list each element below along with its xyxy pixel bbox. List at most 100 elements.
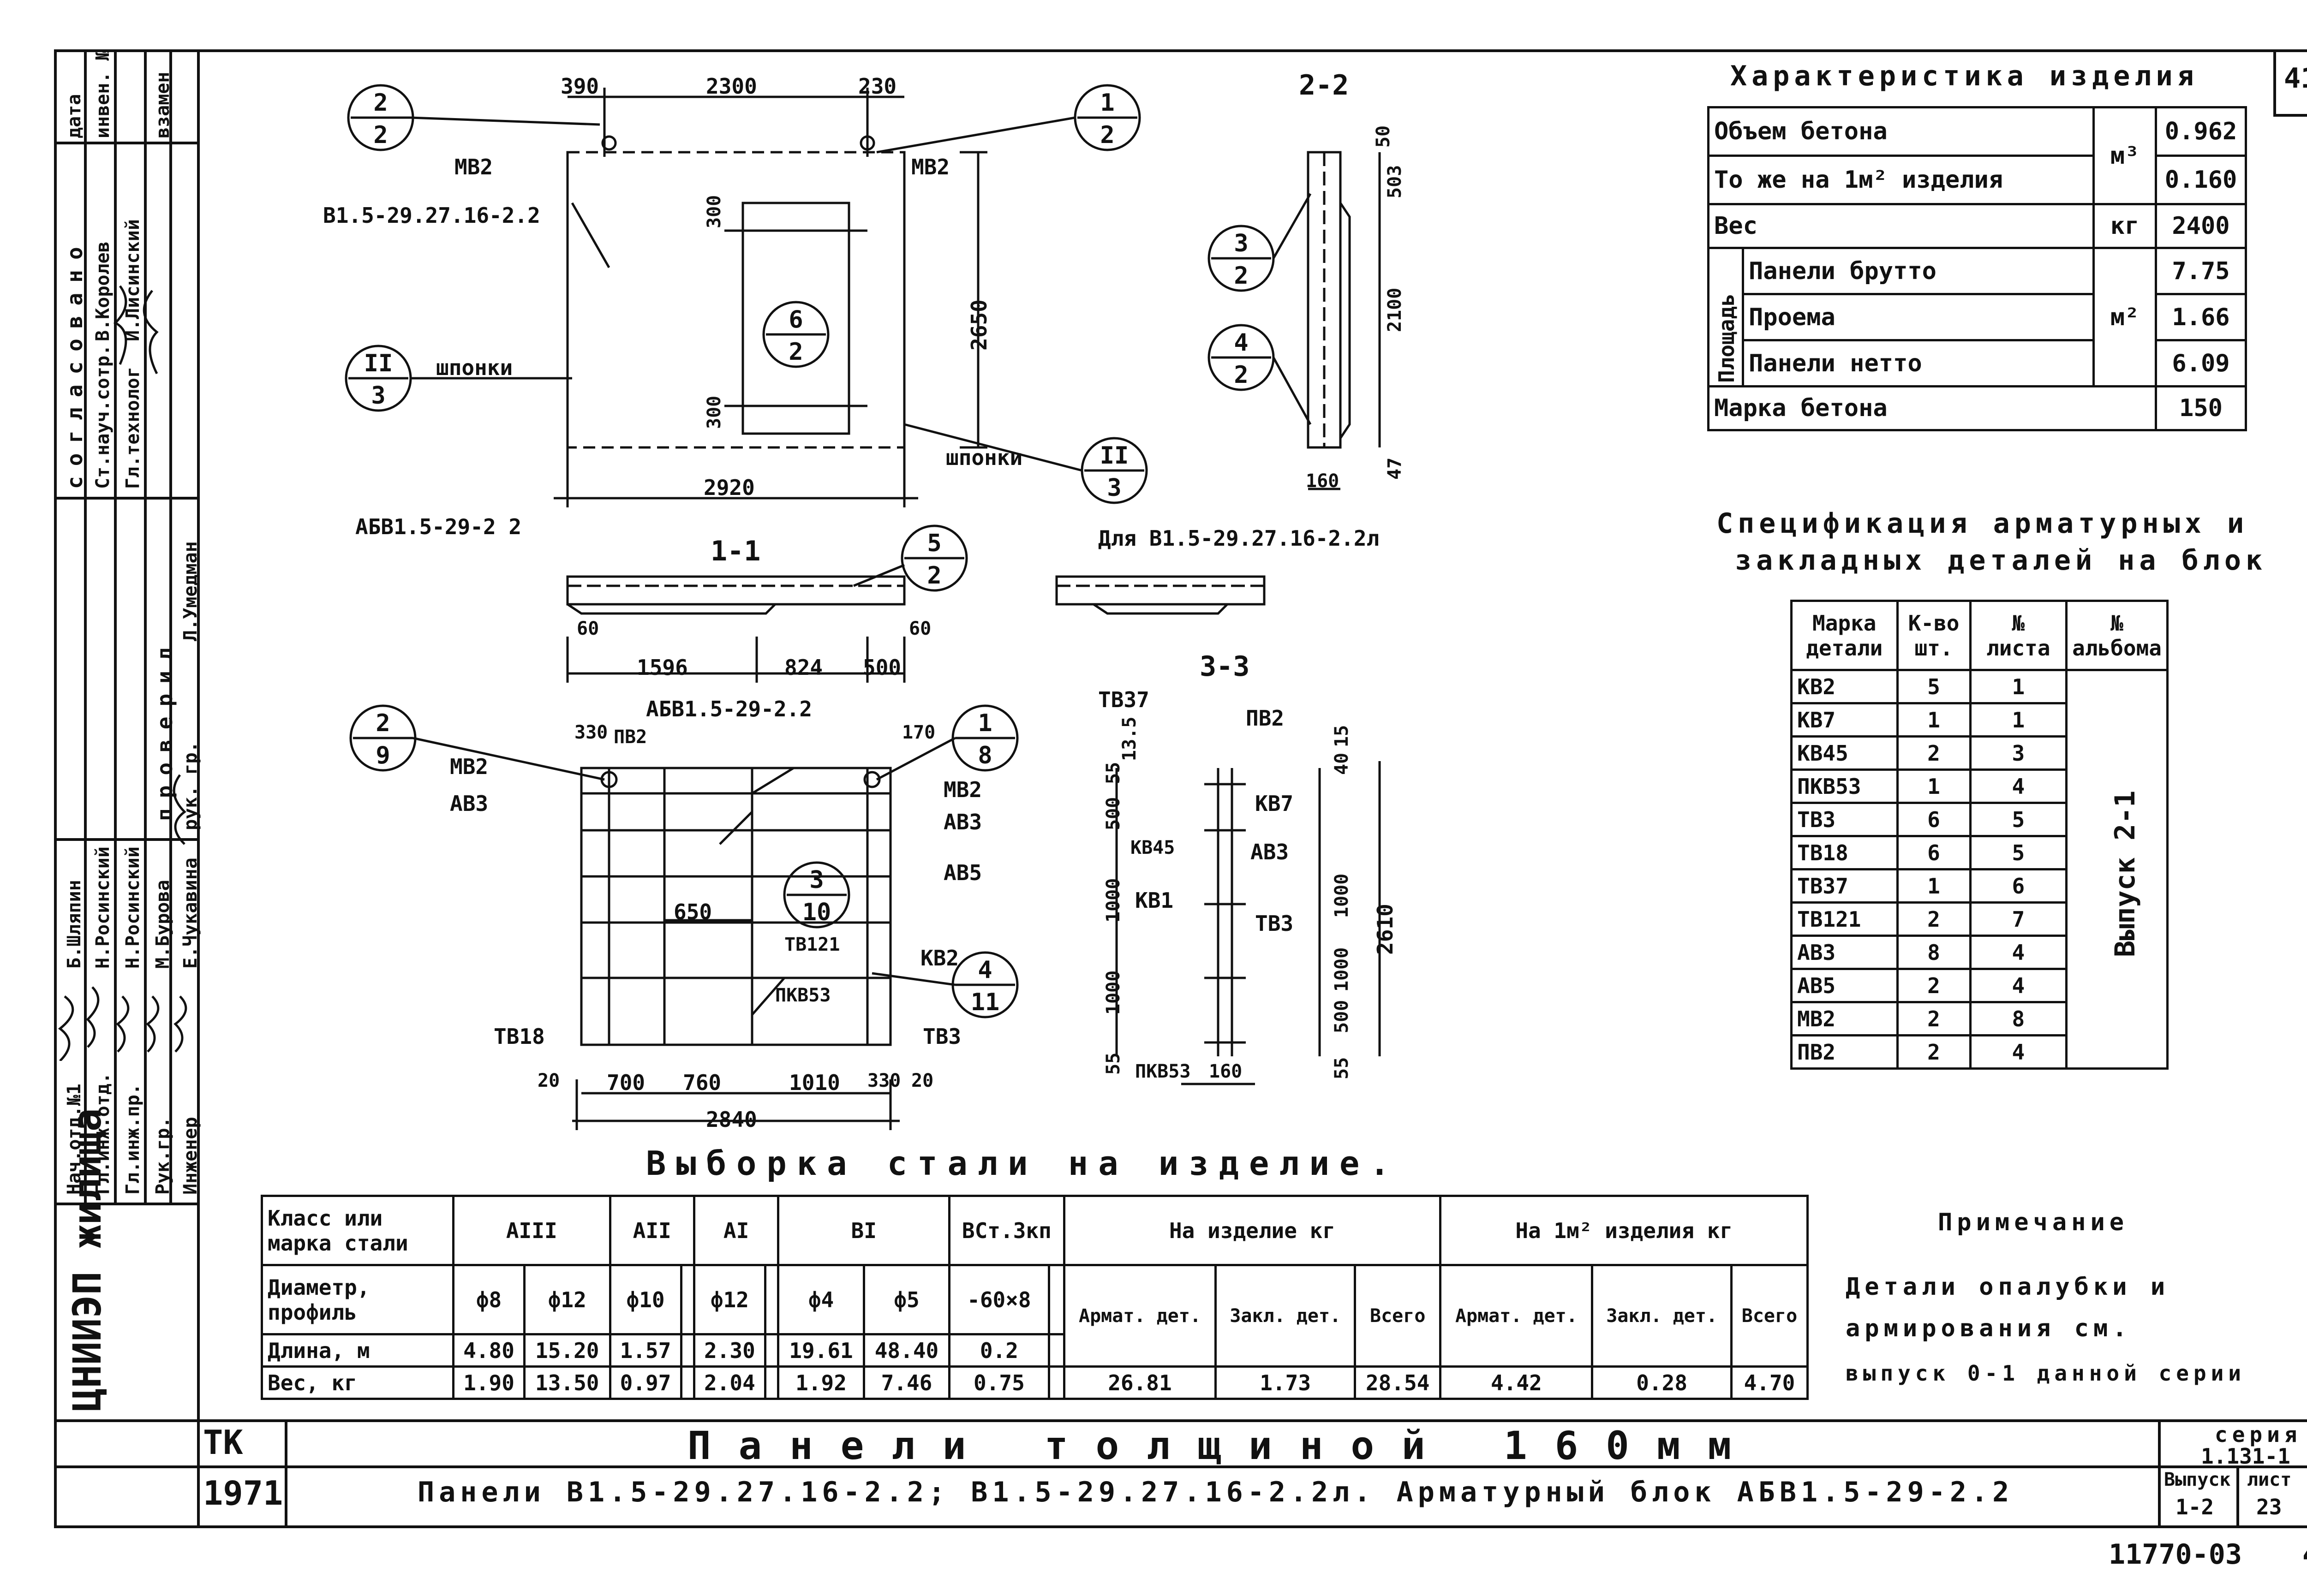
callout-5-2-den: 2 (927, 562, 941, 590)
steel-profile-1: ф12 (523, 1264, 611, 1335)
dim-1000-c: 1000 (1103, 878, 1124, 923)
panel-outline (566, 151, 906, 449)
steel-len-3 (680, 1333, 695, 1368)
callout-4-2-den: 2 (1234, 361, 1248, 389)
dim-2610: 2610 (1373, 904, 1398, 955)
spec-mark-2: КВ45 (1790, 735, 1899, 771)
callout-3-10-den: 10 (802, 899, 831, 926)
steel-sub-3: Армат. дет. (1439, 1264, 1594, 1368)
callout-2-2-num: 2 (373, 89, 388, 117)
spec-sheet-6: 6 (1969, 868, 2068, 904)
spec-mark-9: АВ5 (1790, 968, 1899, 1003)
series-label: серия (2215, 1422, 2302, 1447)
spec-qty-8: 8 (1896, 935, 1972, 970)
spec-qty-6: 1 (1896, 868, 1972, 904)
steel-weight-0: 1.90 (452, 1365, 526, 1400)
steel-weight-9 (1047, 1365, 1065, 1400)
steel-total-0: 26.81 (1063, 1365, 1217, 1400)
char-label-6: Марка бетона (1707, 385, 2157, 431)
callout-4-2-num: 4 (1234, 329, 1248, 357)
dim-1010: 1010 (789, 1070, 840, 1095)
callout-II-3-a-num: II (364, 350, 393, 377)
steel-profile-7: ф5 (862, 1264, 951, 1335)
callout-1-2-den: 2 (1100, 121, 1114, 149)
spec-qty-0: 5 (1896, 669, 1972, 704)
label-av3-block-l: АВ3 (450, 791, 489, 816)
steel-weight-label: Вес, кг (261, 1365, 454, 1400)
dim-824: 824 (784, 655, 823, 680)
dim-170: 170 (902, 722, 936, 743)
dim-55-r: 55 (1331, 1057, 1352, 1079)
callout-2-9-den: 9 (376, 742, 390, 769)
spec-mark-5: ТВ18 (1790, 835, 1899, 870)
dim-2920: 2920 (704, 475, 755, 500)
label-for-l: Для В1.5-29.27.16-2.2л (1098, 526, 1380, 551)
char-label-4: Проема (1742, 293, 2095, 341)
dim-55-l: 55 (1103, 762, 1124, 784)
callout-4-11-den: 11 (971, 989, 1000, 1016)
sheet-value: 23 (2256, 1495, 2282, 1519)
spec-sheet-3: 4 (1969, 768, 2068, 804)
dim-330-bottom: 330 (867, 1070, 901, 1091)
steel-len-5 (764, 1333, 780, 1368)
dim-1596: 1596 (637, 655, 688, 680)
steel-weight-8: 0.75 (948, 1365, 1050, 1400)
dim-60-left: 60 (577, 618, 599, 639)
steel-weight-4: 2.04 (693, 1365, 766, 1400)
footer-code: 11770-03 (2109, 1538, 2242, 1571)
spec-title-1: Спецификация арматурных и (1716, 507, 2249, 540)
dim-20-l: 20 (538, 1070, 560, 1091)
label-kv1: КВ1 (1135, 888, 1174, 913)
spec-sheet-9: 4 (1969, 968, 2068, 1003)
label-av3-s33: АВ3 (1250, 840, 1289, 864)
spec-qty-1: 1 (1896, 702, 1972, 738)
char-label-5: Панели нетто (1742, 339, 2095, 387)
char-area-cell: Площадь (1707, 247, 1744, 387)
spec-sheet-4: 5 (1969, 802, 2068, 837)
steel-profile-8: -60×8 (948, 1264, 1050, 1335)
dim-300-bottom: 300 (704, 395, 725, 429)
note-line-3: выпуск 0-1 данной серии (1846, 1361, 2246, 1386)
callout-4-11-num: 4 (978, 956, 992, 984)
callout-II-3-b-num: II (1100, 442, 1129, 470)
note-line-1: Детали опалубки и (1846, 1273, 2170, 1301)
spec-qty-10: 2 (1896, 1001, 1972, 1036)
spec-header-sheet: № листа (1969, 600, 2068, 671)
spec-sheet-0: 1 (1969, 669, 2068, 704)
characteristics-table: Объем бетона м³ 0.962 То же на 1м² издел… (1707, 106, 2247, 431)
label-av5-block: АВ5 (944, 860, 982, 885)
spec-mark-3: ПКВ53 (1790, 768, 1899, 804)
dim-390: 390 (561, 74, 599, 99)
char-value-6: 150 (2155, 385, 2247, 431)
char-area-label: Площадь (1714, 293, 1739, 383)
steel-len-4: 2.30 (693, 1333, 766, 1368)
steel-title: Выборка стали на изделие. (646, 1144, 1400, 1183)
dim-500: 500 (863, 655, 902, 680)
footer-page: 42 (2302, 1538, 2307, 1571)
label-av3-block-r: АВ3 (944, 810, 982, 834)
dim-47: 47 (1384, 457, 1405, 480)
char-value-2: 2400 (2155, 203, 2247, 249)
dim-500-s33-l: 500 (1103, 797, 1124, 830)
label-tv18: ТВ18 (494, 1024, 545, 1049)
char-unit-0: м³ (2092, 106, 2157, 205)
callout-6-2-num: 6 (789, 306, 803, 333)
note-title: Примечание (1938, 1209, 2129, 1236)
spec-mark-4: ТВ3 (1790, 802, 1899, 837)
dim-13-5: 13.5 (1119, 716, 1140, 761)
steel-class-label: Класс или марка стали (261, 1195, 454, 1266)
spec-mark-1: КВ7 (1790, 702, 1899, 738)
spec-mark-8: АВ3 (1790, 935, 1899, 970)
steel-per-item: На изделие кг (1063, 1195, 1442, 1266)
label-pkv53: ПКВ53 (775, 985, 831, 1006)
section-2-2-title: 2-2 (1299, 69, 1349, 101)
steel-weight-6: 1.92 (777, 1365, 865, 1400)
steel-table: Класс или марка стали АIII АII АI ВI ВСт… (261, 1195, 1809, 1400)
char-label-2: Вес (1707, 203, 2095, 249)
label-mv2-right: МВ2 (911, 155, 950, 179)
dim-330-top: 330 (574, 722, 608, 743)
label-tv3-block: ТВ3 (923, 1024, 962, 1049)
drawing-subtitle: Панели В1.5-29.27.16-2.2; В1.5-29.27.16-… (418, 1476, 2014, 1508)
spec-qty-9: 2 (1896, 968, 1972, 1003)
